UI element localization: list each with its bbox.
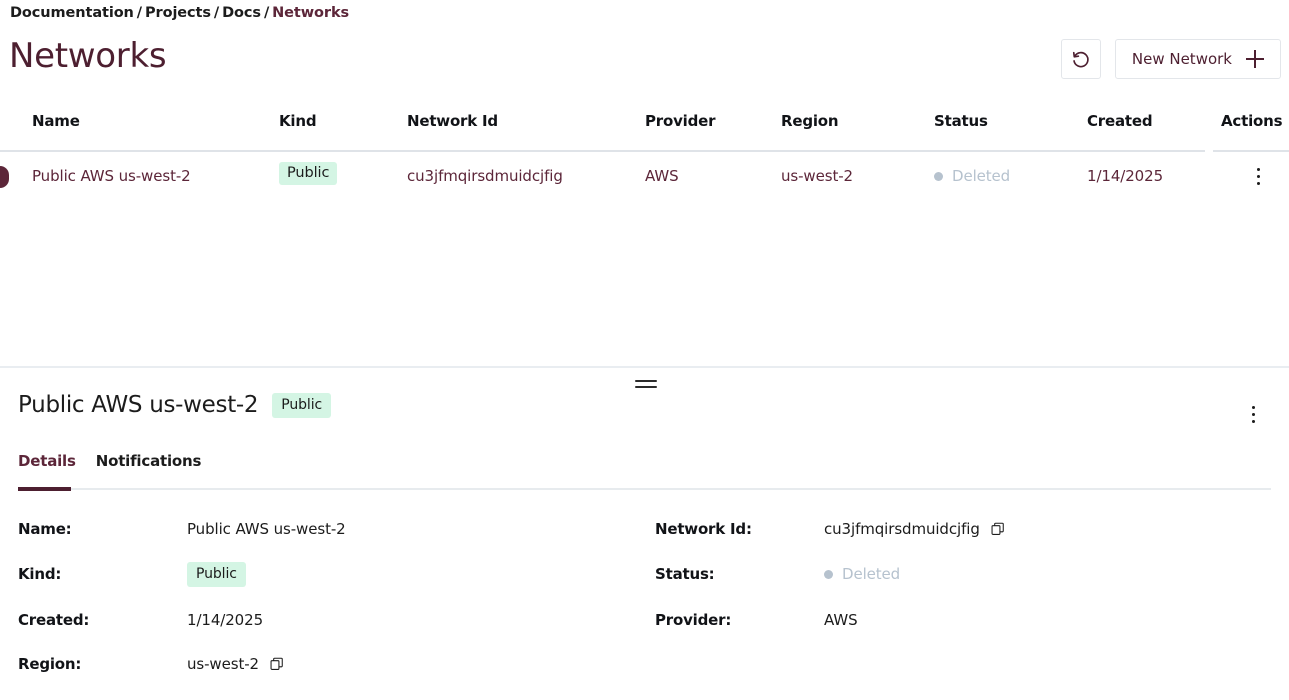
column-header-network-id[interactable]: Network Id — [407, 112, 498, 130]
breadcrumb-item-networks[interactable]: Networks — [272, 5, 350, 21]
cell-network-id: cu3jfmqirsdmuidcjfig — [407, 167, 563, 185]
field-value-region-wrap: us-west-2 — [187, 655, 284, 673]
kebab-menu-icon[interactable] — [1248, 402, 1259, 427]
network-detail-panel: Public AWS us-west-2 Public Details Noti… — [0, 392, 1289, 700]
copy-icon — [991, 522, 1004, 535]
column-header-region[interactable]: Region — [781, 112, 839, 130]
field-status: Status: — [655, 565, 715, 583]
column-header-status[interactable]: Status — [934, 112, 988, 130]
status-label: Deleted — [952, 167, 1011, 185]
copy-region-button[interactable] — [270, 657, 284, 671]
header-actions: New Network — [1060, 39, 1281, 79]
cell-region: us-west-2 — [781, 167, 853, 185]
field-label-kind: Kind: — [18, 565, 62, 583]
cell-created: 1/14/2025 — [1087, 167, 1164, 185]
field-value-network-id: cu3jfmqirsdmuidcjfig — [824, 520, 980, 538]
refresh-icon — [1073, 51, 1090, 67]
tab-details[interactable]: Details — [18, 452, 76, 470]
field-created: Created: — [18, 611, 89, 629]
copy-network-id-button[interactable] — [991, 522, 1005, 536]
table-header-divider — [0, 150, 1205, 152]
plus-icon — [1246, 50, 1264, 68]
tabs-divider — [18, 488, 1271, 490]
kebab-menu-icon[interactable] — [1253, 164, 1264, 189]
status-dot-icon — [934, 171, 943, 181]
field-region: Region: — [18, 655, 81, 673]
breadcrumb-separator: / — [136, 5, 142, 21]
status-dot-icon — [824, 569, 833, 579]
row-selection-indicator — [0, 166, 9, 188]
breadcrumb-item-docs[interactable]: Docs — [222, 5, 261, 21]
table-row[interactable]: Public AWS us-west-2 Public cu3jfmqirsdm… — [0, 150, 1289, 208]
new-network-button[interactable]: New Network — [1114, 39, 1281, 79]
detail-kind-badge: Public — [272, 392, 332, 418]
field-network-id: Network Id: — [655, 520, 752, 538]
table-header-divider-actions — [1213, 150, 1289, 152]
tab-active-indicator — [18, 487, 71, 491]
tab-notifications[interactable]: Notifications — [95, 452, 202, 470]
field-value-region: us-west-2 — [187, 655, 259, 673]
breadcrumb-separator: / — [213, 5, 220, 21]
column-header-created[interactable]: Created — [1087, 112, 1153, 130]
new-network-label: New Network — [1131, 50, 1232, 68]
breadcrumb-separator: / — [263, 5, 270, 21]
field-value-name-wrap: Public AWS us-west-2 — [187, 520, 346, 538]
panel-divider — [0, 366, 1289, 368]
field-value-kind-badge: Public — [187, 562, 246, 587]
detail-actions — [1248, 402, 1259, 427]
cell-status: Deleted — [934, 167, 1010, 185]
field-value-provider-wrap: AWS — [824, 611, 858, 629]
detail-tabs: Details Notifications — [18, 452, 1271, 491]
field-value-status-wrap: Deleted — [824, 565, 900, 583]
field-label-region: Region: — [18, 655, 82, 673]
breadcrumb-item-documentation[interactable]: Documentation — [10, 5, 134, 21]
field-value-network-id-wrap: cu3jfmqirsdmuidcjfig — [824, 520, 1005, 538]
networks-table: Name Kind Network Id Provider Region Sta… — [0, 112, 1289, 208]
detail-title: Public AWS us-west-2 — [18, 392, 259, 418]
field-kind: Kind: — [18, 565, 61, 583]
page-title: Networks — [9, 36, 167, 76]
cell-kind: Public — [279, 162, 338, 185]
field-value-kind-wrap: Public — [187, 562, 246, 587]
kind-badge: Public — [279, 162, 338, 185]
field-label-status: Status: — [655, 565, 715, 583]
field-name: Name: — [18, 520, 72, 538]
column-header-actions: Actions — [1221, 112, 1283, 130]
panel-drag-handle[interactable] — [635, 380, 657, 390]
field-value-created: 1/14/2025 — [187, 611, 264, 629]
field-value-status: Deleted — [842, 565, 901, 583]
cell-actions — [1253, 164, 1264, 189]
copy-icon — [270, 657, 283, 670]
field-value-name: Public AWS us-west-2 — [187, 520, 346, 538]
field-value-created-wrap: 1/14/2025 — [187, 611, 263, 629]
column-header-name[interactable]: Name — [32, 112, 80, 130]
column-header-provider[interactable]: Provider — [645, 112, 716, 130]
cell-provider: AWS — [645, 167, 679, 185]
field-label-created: Created: — [18, 611, 90, 629]
field-value-provider: AWS — [824, 611, 858, 629]
field-label-name: Name: — [18, 520, 72, 538]
refresh-button[interactable] — [1060, 39, 1101, 79]
field-label-network-id: Network Id: — [655, 520, 752, 538]
table-header-row: Name Kind Network Id Provider Region Sta… — [0, 112, 1289, 152]
breadcrumb-item-projects[interactable]: Projects — [145, 5, 211, 21]
column-header-kind[interactable]: Kind — [279, 112, 317, 130]
detail-header: Public AWS us-west-2 Public — [18, 392, 332, 418]
breadcrumb: Documentation/Projects/Docs/Networks — [10, 5, 349, 21]
field-provider: Provider: — [655, 611, 731, 629]
cell-name[interactable]: Public AWS us-west-2 — [32, 167, 191, 185]
field-label-provider: Provider: — [655, 611, 732, 629]
